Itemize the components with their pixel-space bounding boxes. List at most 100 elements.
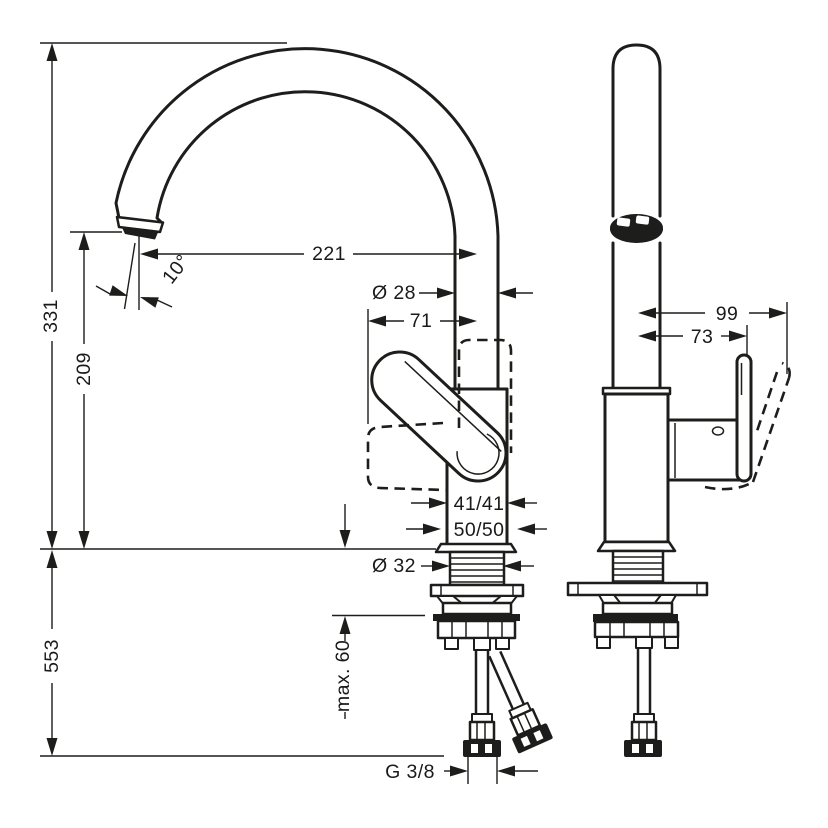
front-handle-pivot-arc <box>456 433 500 475</box>
spout-aerator-tip <box>122 227 158 240</box>
front-mounting-nut <box>436 619 517 640</box>
side-mounting-nut <box>593 620 680 639</box>
arrowhead-left <box>638 330 656 342</box>
dim-label-73: 73 <box>691 326 714 348</box>
arrowhead-right <box>432 560 450 572</box>
side-stud-right <box>664 636 679 649</box>
front-handle-inner-line <box>404 360 502 453</box>
dim-label-o28: Ø 28 <box>372 282 416 304</box>
fitting-rib <box>523 712 533 730</box>
front-stud-left <box>444 637 459 650</box>
arrowhead-down <box>46 738 58 756</box>
hose-fitting <box>468 720 496 742</box>
arrowhead-down <box>78 531 90 549</box>
dim-line <box>156 299 173 308</box>
dim-handle-reach-max: 99 <box>638 303 787 325</box>
dashed-lever-top-cap <box>781 361 791 379</box>
arrowhead-right <box>769 307 787 319</box>
dim-spout-reach: 221 <box>140 243 477 265</box>
arrowhead-left <box>497 765 515 777</box>
side-handle <box>666 353 791 491</box>
dim-total-height: 331 <box>40 43 62 549</box>
hose-nut-slot <box>646 744 653 753</box>
spout-outlet-collar <box>115 215 165 234</box>
front-escutcheon <box>434 542 518 554</box>
side-handle-lever <box>735 353 753 483</box>
dashed-lever-bottom-cap <box>704 480 754 491</box>
side-handle-dot <box>711 426 725 436</box>
arrowhead-left <box>503 560 521 572</box>
arrowhead-right <box>109 285 128 296</box>
front-mounting-flange <box>429 583 525 598</box>
dim-label-o32: Ø 32 <box>372 555 416 577</box>
side-supply-hose <box>624 648 662 757</box>
dim-handle-projection: 71 <box>368 310 477 332</box>
hose-nut-slot <box>632 744 639 753</box>
front-rubber-washer <box>433 614 520 621</box>
arrowhead-left <box>368 315 386 327</box>
arrowhead-left <box>140 248 158 260</box>
arrowhead-down <box>339 530 351 548</box>
arrowhead-down <box>46 531 58 549</box>
arrowhead-right <box>429 497 447 509</box>
fitting-rib <box>516 715 526 733</box>
hose-wall <box>499 650 526 705</box>
dim-line <box>95 285 112 296</box>
dim-spout-angle: 10° <box>95 250 194 308</box>
arrowhead-left <box>498 287 516 299</box>
dim-label-g38: G 3/8 <box>385 761 435 783</box>
front-handle-alt-positions <box>366 338 513 492</box>
front-hose-coupler <box>473 637 491 651</box>
hose-nut-slot <box>485 744 492 753</box>
arrowhead-left <box>507 497 525 509</box>
side-spout-column-upper <box>611 43 662 218</box>
supply-hose-straight <box>463 650 501 757</box>
hose-nut <box>512 723 553 754</box>
hose-nut-slot <box>533 730 544 742</box>
arrowhead-right <box>459 248 477 260</box>
side-escutcheon <box>596 540 677 553</box>
dim-label-221: 221 <box>312 243 346 265</box>
side-hose-coupler <box>635 636 653 649</box>
supply-hose-angled <box>488 650 553 754</box>
front-handle <box>370 350 508 483</box>
dim-body-footprint: 41/41 <box>411 493 537 515</box>
dim-label-99: 99 <box>716 303 739 325</box>
hose-wall <box>488 655 515 710</box>
hose-nut <box>624 740 662 757</box>
dim-label-553: 553 <box>41 639 63 673</box>
arrowhead-right <box>437 287 455 299</box>
dashed-handle-up <box>457 338 513 453</box>
dashed-lever-inner-edge <box>754 371 779 435</box>
dim-label-max60: max. 60 <box>332 640 354 712</box>
arrowhead-up <box>339 616 351 634</box>
arrowhead-up <box>78 232 90 250</box>
side-stud-left <box>596 636 611 649</box>
dim-label-41-41: 41/41 <box>454 493 505 515</box>
arrowhead-right <box>423 523 441 535</box>
dim-hole-diameter: Ø 32 <box>372 555 534 577</box>
dim-length-below-deck: 553 <box>41 550 63 756</box>
arrowhead-up <box>46 550 58 568</box>
dim-label-209: 209 <box>73 352 95 386</box>
aerator-slot <box>616 217 631 227</box>
spout-arc <box>114 47 500 391</box>
dim-label-10deg: 10° <box>158 250 194 288</box>
dashed-lever-outer-edge <box>751 377 791 483</box>
dim-base-footprint: 50/50 <box>406 519 547 541</box>
hose-nut-slot <box>520 735 531 747</box>
reference-lines <box>40 42 788 784</box>
aerator-slot <box>635 215 650 225</box>
hose-fitting <box>630 720 658 742</box>
front-supply-hoses <box>463 650 553 757</box>
side-mounting-hardware <box>566 540 709 649</box>
dim-spout-diameter: Ø 28 <box>372 282 533 304</box>
front-threaded-shank <box>448 550 506 587</box>
arrowhead-up <box>46 43 58 61</box>
dashed-handle-side-alt <box>704 361 791 491</box>
front-stud-right <box>495 637 510 650</box>
hose-nut-slot <box>471 744 478 753</box>
arrowhead-right <box>459 315 477 327</box>
side-mounting-flange <box>566 581 709 597</box>
